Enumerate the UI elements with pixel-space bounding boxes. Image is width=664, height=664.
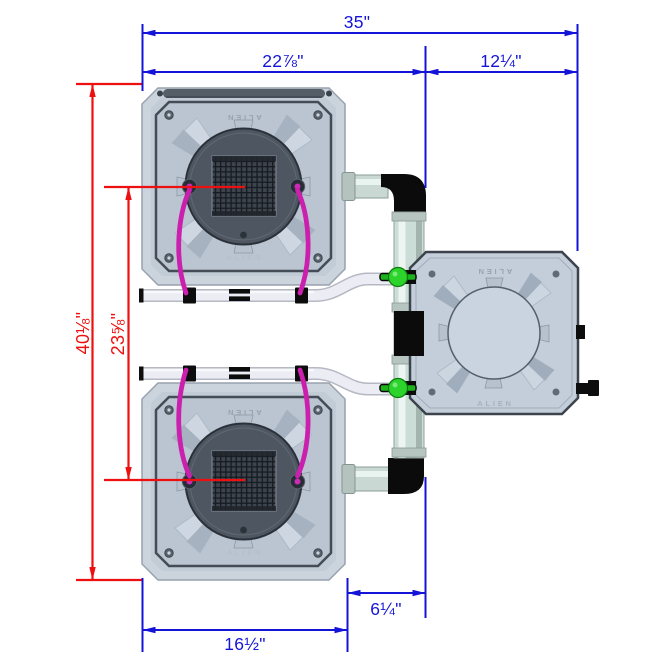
reservoir-right-fittings xyxy=(576,325,599,396)
red-dimensions: 40⅛" 23⅝" xyxy=(73,82,245,582)
equal-mark xyxy=(229,367,250,372)
reservoir-brand-top: ALIEN xyxy=(476,267,513,276)
bottom-manifold-pipe xyxy=(141,367,402,396)
dim-label-width-total: 35" xyxy=(344,12,371,32)
valve-ball xyxy=(387,377,409,399)
dim-label-width-left: 22⅞" xyxy=(262,51,303,71)
reservoir-lid-circle xyxy=(447,286,541,380)
bottom-pot xyxy=(142,383,345,580)
bottom-feed-pipe xyxy=(341,464,391,494)
drip-tubes xyxy=(176,187,311,479)
drip-tube-top-right xyxy=(295,187,311,296)
dim-label-pot-width: 16½" xyxy=(224,634,265,654)
reservoir-corner-hooks xyxy=(428,270,560,396)
pipe-black-section xyxy=(394,311,424,356)
dim-label-height-total: 40⅛" xyxy=(73,312,93,355)
top-manifold-pipe xyxy=(141,272,402,302)
valve-top xyxy=(379,266,417,288)
valve-ball xyxy=(387,266,409,288)
dim-label-width-right: 12¼" xyxy=(480,51,521,71)
blue-dimensions: 35" 22⅞" 12¼" 16½" 6¼" xyxy=(141,12,579,654)
equal-mark xyxy=(229,289,250,294)
valve-bottom xyxy=(379,377,417,399)
drip-tube-bottom-left xyxy=(176,367,192,479)
drip-tube-top-left xyxy=(176,187,192,296)
reservoir-brand-bottom: ALIEN xyxy=(477,399,514,408)
equal-mark xyxy=(229,296,250,301)
drip-tube-bottom-right xyxy=(295,367,311,479)
top-pot-lid-bar xyxy=(157,89,332,98)
top-elbow-fitting xyxy=(381,174,426,214)
equal-mark xyxy=(229,374,250,379)
dim-label-height-centers: 23⅝" xyxy=(108,313,128,356)
reservoir: ALIEN ALIEN xyxy=(408,250,580,416)
bottom-elbow-fitting xyxy=(388,458,424,494)
dim-label-pot-to-pipe: 6¼" xyxy=(370,599,401,619)
top-feed-pipe xyxy=(341,172,389,201)
